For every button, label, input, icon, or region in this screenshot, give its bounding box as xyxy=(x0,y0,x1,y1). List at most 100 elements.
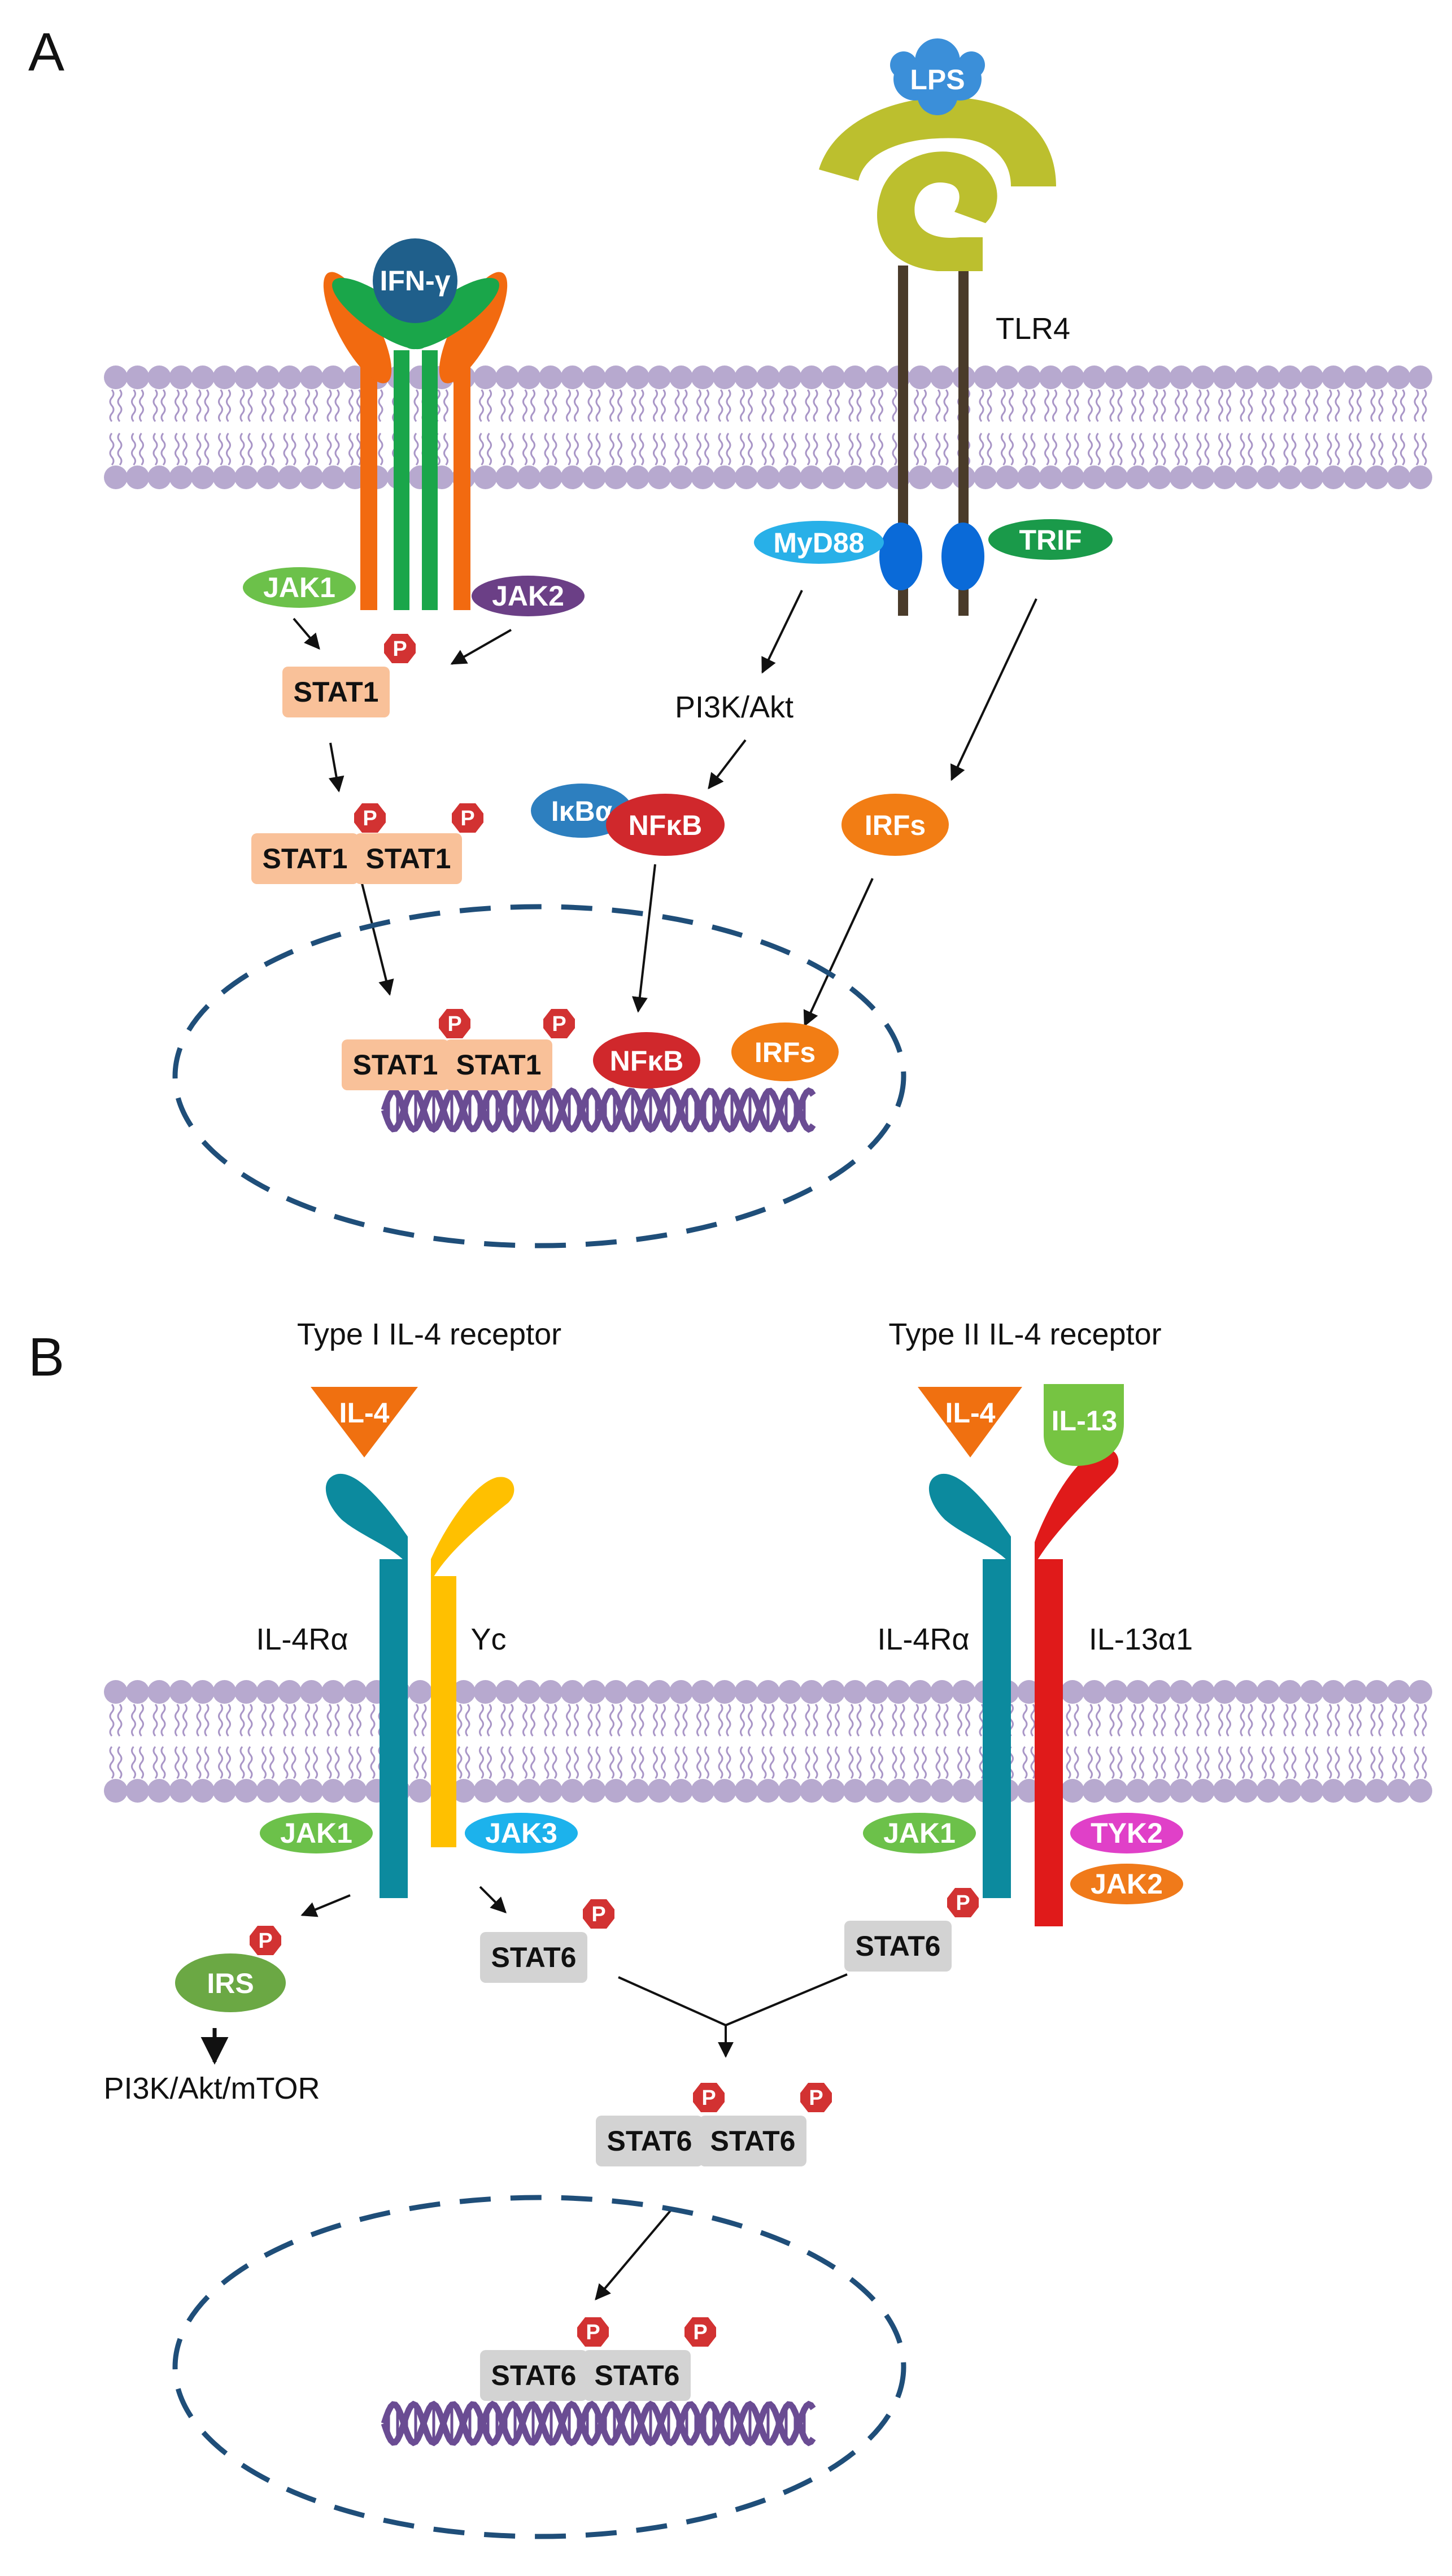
phospho-badge: P xyxy=(577,2317,609,2347)
tyk2: TYK2 xyxy=(1070,1813,1183,1853)
jak1-type1: JAK1 xyxy=(260,1813,373,1853)
type1-title: Type I IL-4 receptor xyxy=(297,1317,561,1351)
phospho-badge: P xyxy=(384,634,416,663)
svg-text:IκBα: IκBα xyxy=(551,795,613,827)
svg-text:P: P xyxy=(586,2321,600,2344)
phospho-badge: P xyxy=(800,2083,832,2112)
svg-text:JAK2: JAK2 xyxy=(492,580,564,612)
irs: IRS xyxy=(175,1953,286,2012)
svg-text:STAT6: STAT6 xyxy=(491,1942,577,1973)
jak2-a: JAK2 xyxy=(472,576,585,616)
pi3k-akt-label: PI3K/Akt xyxy=(675,690,793,724)
nucleus-b xyxy=(172,2195,906,2539)
arrows-panel-b xyxy=(300,1886,848,2301)
svg-text:P: P xyxy=(258,1929,272,1953)
tlr4-tir-domain-right xyxy=(941,523,984,590)
svg-text:JAK1: JAK1 xyxy=(263,572,335,603)
stat6-dimer-cytoplasm: STAT6 STAT6 xyxy=(596,2116,806,2166)
il4ra-type2 xyxy=(928,1473,1011,1898)
svg-text:P: P xyxy=(591,1903,605,1926)
jak3: JAK3 xyxy=(465,1813,578,1853)
svg-text:IL-13: IL-13 xyxy=(1052,1405,1118,1437)
svg-text:NFκB: NFκB xyxy=(629,810,703,841)
svg-text:STAT6: STAT6 xyxy=(607,2125,692,2157)
il13a1-chain xyxy=(1035,1448,1119,1926)
svg-text:JAK1: JAK1 xyxy=(280,1817,352,1849)
svg-text:P: P xyxy=(447,1012,461,1036)
svg-text:P: P xyxy=(552,1012,566,1036)
pi3k-akt-mtor-label: PI3K/Akt/mTOR xyxy=(103,2072,320,2105)
phospho-badge: P xyxy=(693,2083,725,2112)
phospho-badge: P xyxy=(947,1888,979,1917)
svg-text:STAT6: STAT6 xyxy=(491,2360,577,2391)
dna-a xyxy=(381,1087,816,1133)
jak2-type2: JAK2 xyxy=(1070,1864,1183,1904)
stat1-dimer-cytoplasm: STAT1 STAT1 xyxy=(251,833,462,884)
il13a1-label: IL-13α1 xyxy=(1089,1622,1193,1656)
il13-ligand: IL-13 xyxy=(1044,1384,1124,1466)
yc-label: Yc xyxy=(470,1622,506,1656)
irfs-nucleus: IRFs xyxy=(731,1022,839,1081)
tlr4-label: TLR4 xyxy=(996,312,1070,346)
stat1-monomer: STAT1 xyxy=(282,667,390,717)
stat6-type1: STAT6 xyxy=(480,1932,587,1983)
svg-text:JAK1: JAK1 xyxy=(883,1817,956,1849)
svg-text:P: P xyxy=(363,807,377,830)
lps-label: LPS xyxy=(910,64,965,95)
panel-a-label: A xyxy=(28,22,64,82)
phospho-badge: P xyxy=(354,803,386,833)
svg-text:STAT6: STAT6 xyxy=(595,2360,680,2391)
cell-membrane-a xyxy=(104,365,1432,489)
svg-text:IRS: IRS xyxy=(207,1968,254,1999)
jak1-a: JAK1 xyxy=(243,567,356,608)
irfs-cytoplasm: IRFs xyxy=(841,794,949,856)
svg-text:STAT6: STAT6 xyxy=(710,2125,796,2157)
phospho-badge: P xyxy=(439,1009,470,1038)
panel-b-label: B xyxy=(28,1327,64,1387)
phospho-badge: P xyxy=(684,2317,716,2347)
svg-text:P: P xyxy=(956,1891,970,1915)
svg-text:P: P xyxy=(693,2321,707,2344)
svg-text:P: P xyxy=(809,2086,823,2110)
trif-adaptor: TRIF xyxy=(988,519,1113,560)
ifn-gamma-receptor xyxy=(323,272,508,610)
ifn-gamma-label: IFN-γ xyxy=(380,265,451,297)
svg-text:JAK2: JAK2 xyxy=(1091,1868,1163,1900)
stat1-dimer-nucleus: STAT1 STAT1 xyxy=(342,1039,552,1090)
ifn-gamma-ligand: IFN-γ xyxy=(373,238,457,323)
svg-text:STAT1: STAT1 xyxy=(353,1049,438,1081)
phospho-badge: P xyxy=(250,1926,281,1955)
svg-text:STAT1: STAT1 xyxy=(366,843,451,874)
svg-text:STAT1: STAT1 xyxy=(263,843,348,874)
arrows-panel-a xyxy=(293,590,1037,1027)
svg-text:TYK2: TYK2 xyxy=(1091,1817,1163,1849)
svg-text:STAT1: STAT1 xyxy=(294,676,379,708)
tlr4-tir-domain-left xyxy=(879,523,922,590)
il4-ligand-type2: IL-4 xyxy=(918,1387,1022,1457)
dna-b xyxy=(381,2400,816,2447)
il4ra-type1 xyxy=(325,1473,408,1898)
svg-text:STAT6: STAT6 xyxy=(856,1930,941,1962)
tlr4-receptor xyxy=(819,97,1056,616)
il4ra-label-type1: IL-4Rα xyxy=(256,1622,348,1656)
svg-text:JAK3: JAK3 xyxy=(485,1817,557,1849)
il4ra-label-type2: IL-4Rα xyxy=(877,1622,969,1656)
stat6-type2: STAT6 xyxy=(844,1921,952,1972)
yc-chain xyxy=(431,1477,514,1847)
phospho-badge: P xyxy=(543,1009,575,1038)
il4-ligand-type1: IL-4 xyxy=(311,1387,418,1457)
svg-text:P: P xyxy=(460,807,474,830)
nfkb-nucleus: NFκB xyxy=(593,1032,700,1089)
svg-text:MyD88: MyD88 xyxy=(773,527,864,559)
myd88-adaptor: MyD88 xyxy=(754,521,884,564)
svg-text:STAT1: STAT1 xyxy=(456,1049,542,1081)
cell-membrane-b xyxy=(104,1680,1432,1803)
svg-text:P: P xyxy=(701,2086,716,2110)
type2-title: Type II IL-4 receptor xyxy=(888,1317,1161,1351)
svg-text:P: P xyxy=(393,637,407,661)
svg-text:TRIF: TRIF xyxy=(1019,524,1082,556)
stat6-dimer-nucleus: STAT6 STAT6 xyxy=(480,2350,691,2401)
nucleus-a xyxy=(172,904,906,1248)
svg-text:IRFs: IRFs xyxy=(865,810,926,841)
